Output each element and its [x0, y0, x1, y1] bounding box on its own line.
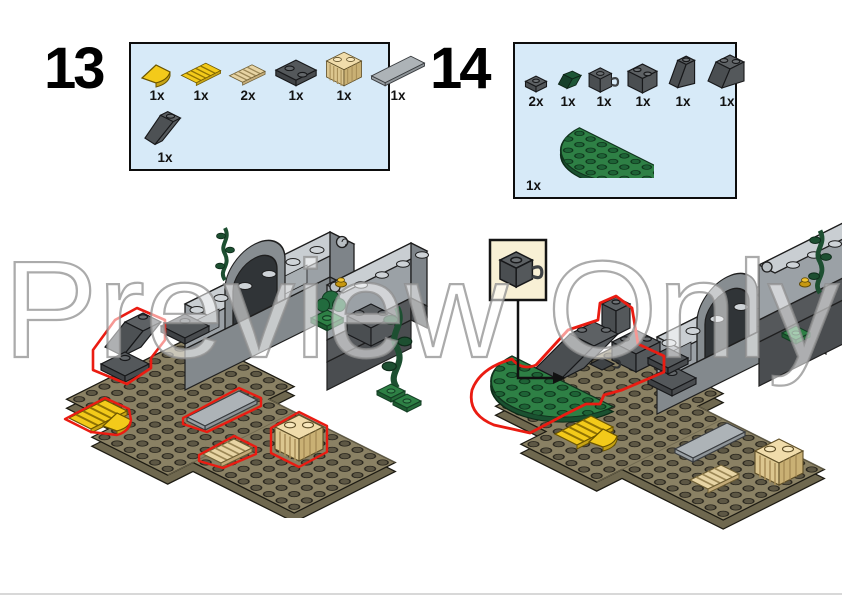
highlight-outline — [469, 294, 666, 435]
dark-gray-plate-icon — [274, 59, 318, 87]
highlight-outline — [91, 306, 167, 386]
highlighted-gray-tile — [181, 386, 263, 434]
part-qty: 1x — [288, 88, 304, 103]
part-qty: 1x — [390, 88, 406, 103]
yellow-quarter-tile-icon — [141, 64, 171, 88]
step-14-parts-box: 2x 1x 1x — [513, 42, 746, 199]
dark-green-slope-icon — [557, 70, 582, 90]
part-qty: 1x — [596, 94, 612, 109]
highlighted-slope-group — [91, 306, 167, 386]
highlighted-log-brick — [269, 410, 329, 469]
highlighted-tan-grille — [197, 434, 258, 470]
dark-plate — [159, 313, 211, 345]
page-bottom-divider — [0, 593, 842, 595]
slope-2x2-icon — [707, 54, 746, 89]
light-gray-tile-icon — [371, 55, 425, 87]
part-qty: 1x — [635, 94, 651, 109]
highlight-outline — [181, 386, 263, 434]
highlight-outline — [63, 396, 133, 437]
part-yellow-quarter-tile: 1x — [140, 62, 174, 103]
part-dark-gray-plate-1x1: 2x — [524, 74, 548, 109]
part-tan-grille-tile: 2x — [228, 62, 268, 103]
tall-slope-icon — [668, 55, 696, 89]
dark-gray-slope-icon — [144, 111, 182, 146]
highlighted-yellow-grille — [63, 396, 133, 437]
part-dark-gray-slope-2x2: 1x — [706, 52, 748, 109]
clip-plate-icon — [588, 66, 620, 94]
part-qty: 1x — [526, 178, 542, 193]
part-qty: 1x — [675, 94, 691, 109]
part-dark-gray-plate-2x2: 1x — [274, 56, 318, 103]
highlight-outline — [269, 410, 329, 469]
callout-arrow-head — [553, 372, 566, 384]
part-dark-green-slope: 1x — [554, 70, 582, 109]
callout — [488, 238, 566, 384]
part-qty: 2x — [240, 88, 256, 103]
step-14-parts-row-1: 2x 1x 1x — [521, 52, 751, 109]
part-qty: 1x — [193, 88, 209, 103]
highlighted-slope-cluster — [469, 294, 690, 435]
half-circle-plate-icon — [533, 127, 654, 178]
dark-gray-plate-1x1-icon — [524, 75, 548, 93]
part-dark-gray-slope: 1x — [144, 108, 186, 165]
highlight-outline — [197, 434, 258, 470]
part-yellow-grille-tile: 1x — [180, 60, 222, 103]
step-13-number: 13 — [44, 36, 105, 101]
part-qty: 1x — [719, 94, 735, 109]
yellow-grille-icon — [180, 62, 222, 87]
part-qty: 2x — [528, 94, 544, 109]
step-14-assembly-illustration — [460, 222, 842, 533]
step-14-number: 14 — [430, 36, 491, 101]
tan-log-brick-icon — [325, 51, 363, 87]
dark-gray-brick-icon — [626, 63, 659, 94]
part-qty: 1x — [149, 88, 165, 103]
callout-arrow-line — [516, 300, 553, 380]
step-13-assembly-illustration — [40, 226, 430, 518]
step-13-parts-row-1: 1x 1x 2x 1x — [137, 50, 429, 103]
step-13-parts-box: 1x 1x 2x 1x — [129, 42, 425, 171]
part-qty: 1x — [336, 88, 352, 103]
part-dark-gray-slope-tall: 1x — [666, 54, 700, 109]
part-dark-gray-brick-1x2: 1x — [626, 62, 660, 109]
step-14-parts-row-2: 1x — [523, 122, 657, 193]
part-green-half-circle-plate: 1x — [526, 122, 654, 193]
part-tan-log-brick: 1x — [324, 50, 364, 103]
part-qty: 1x — [560, 94, 576, 109]
part-qty: 1x — [157, 150, 173, 165]
part-dark-gray-clip-plate: 1x — [588, 66, 620, 109]
tan-grille-icon — [228, 64, 266, 86]
step-13-parts-row-2: 1x — [141, 108, 189, 165]
part-light-gray-tile-1x4: 1x — [370, 54, 426, 103]
